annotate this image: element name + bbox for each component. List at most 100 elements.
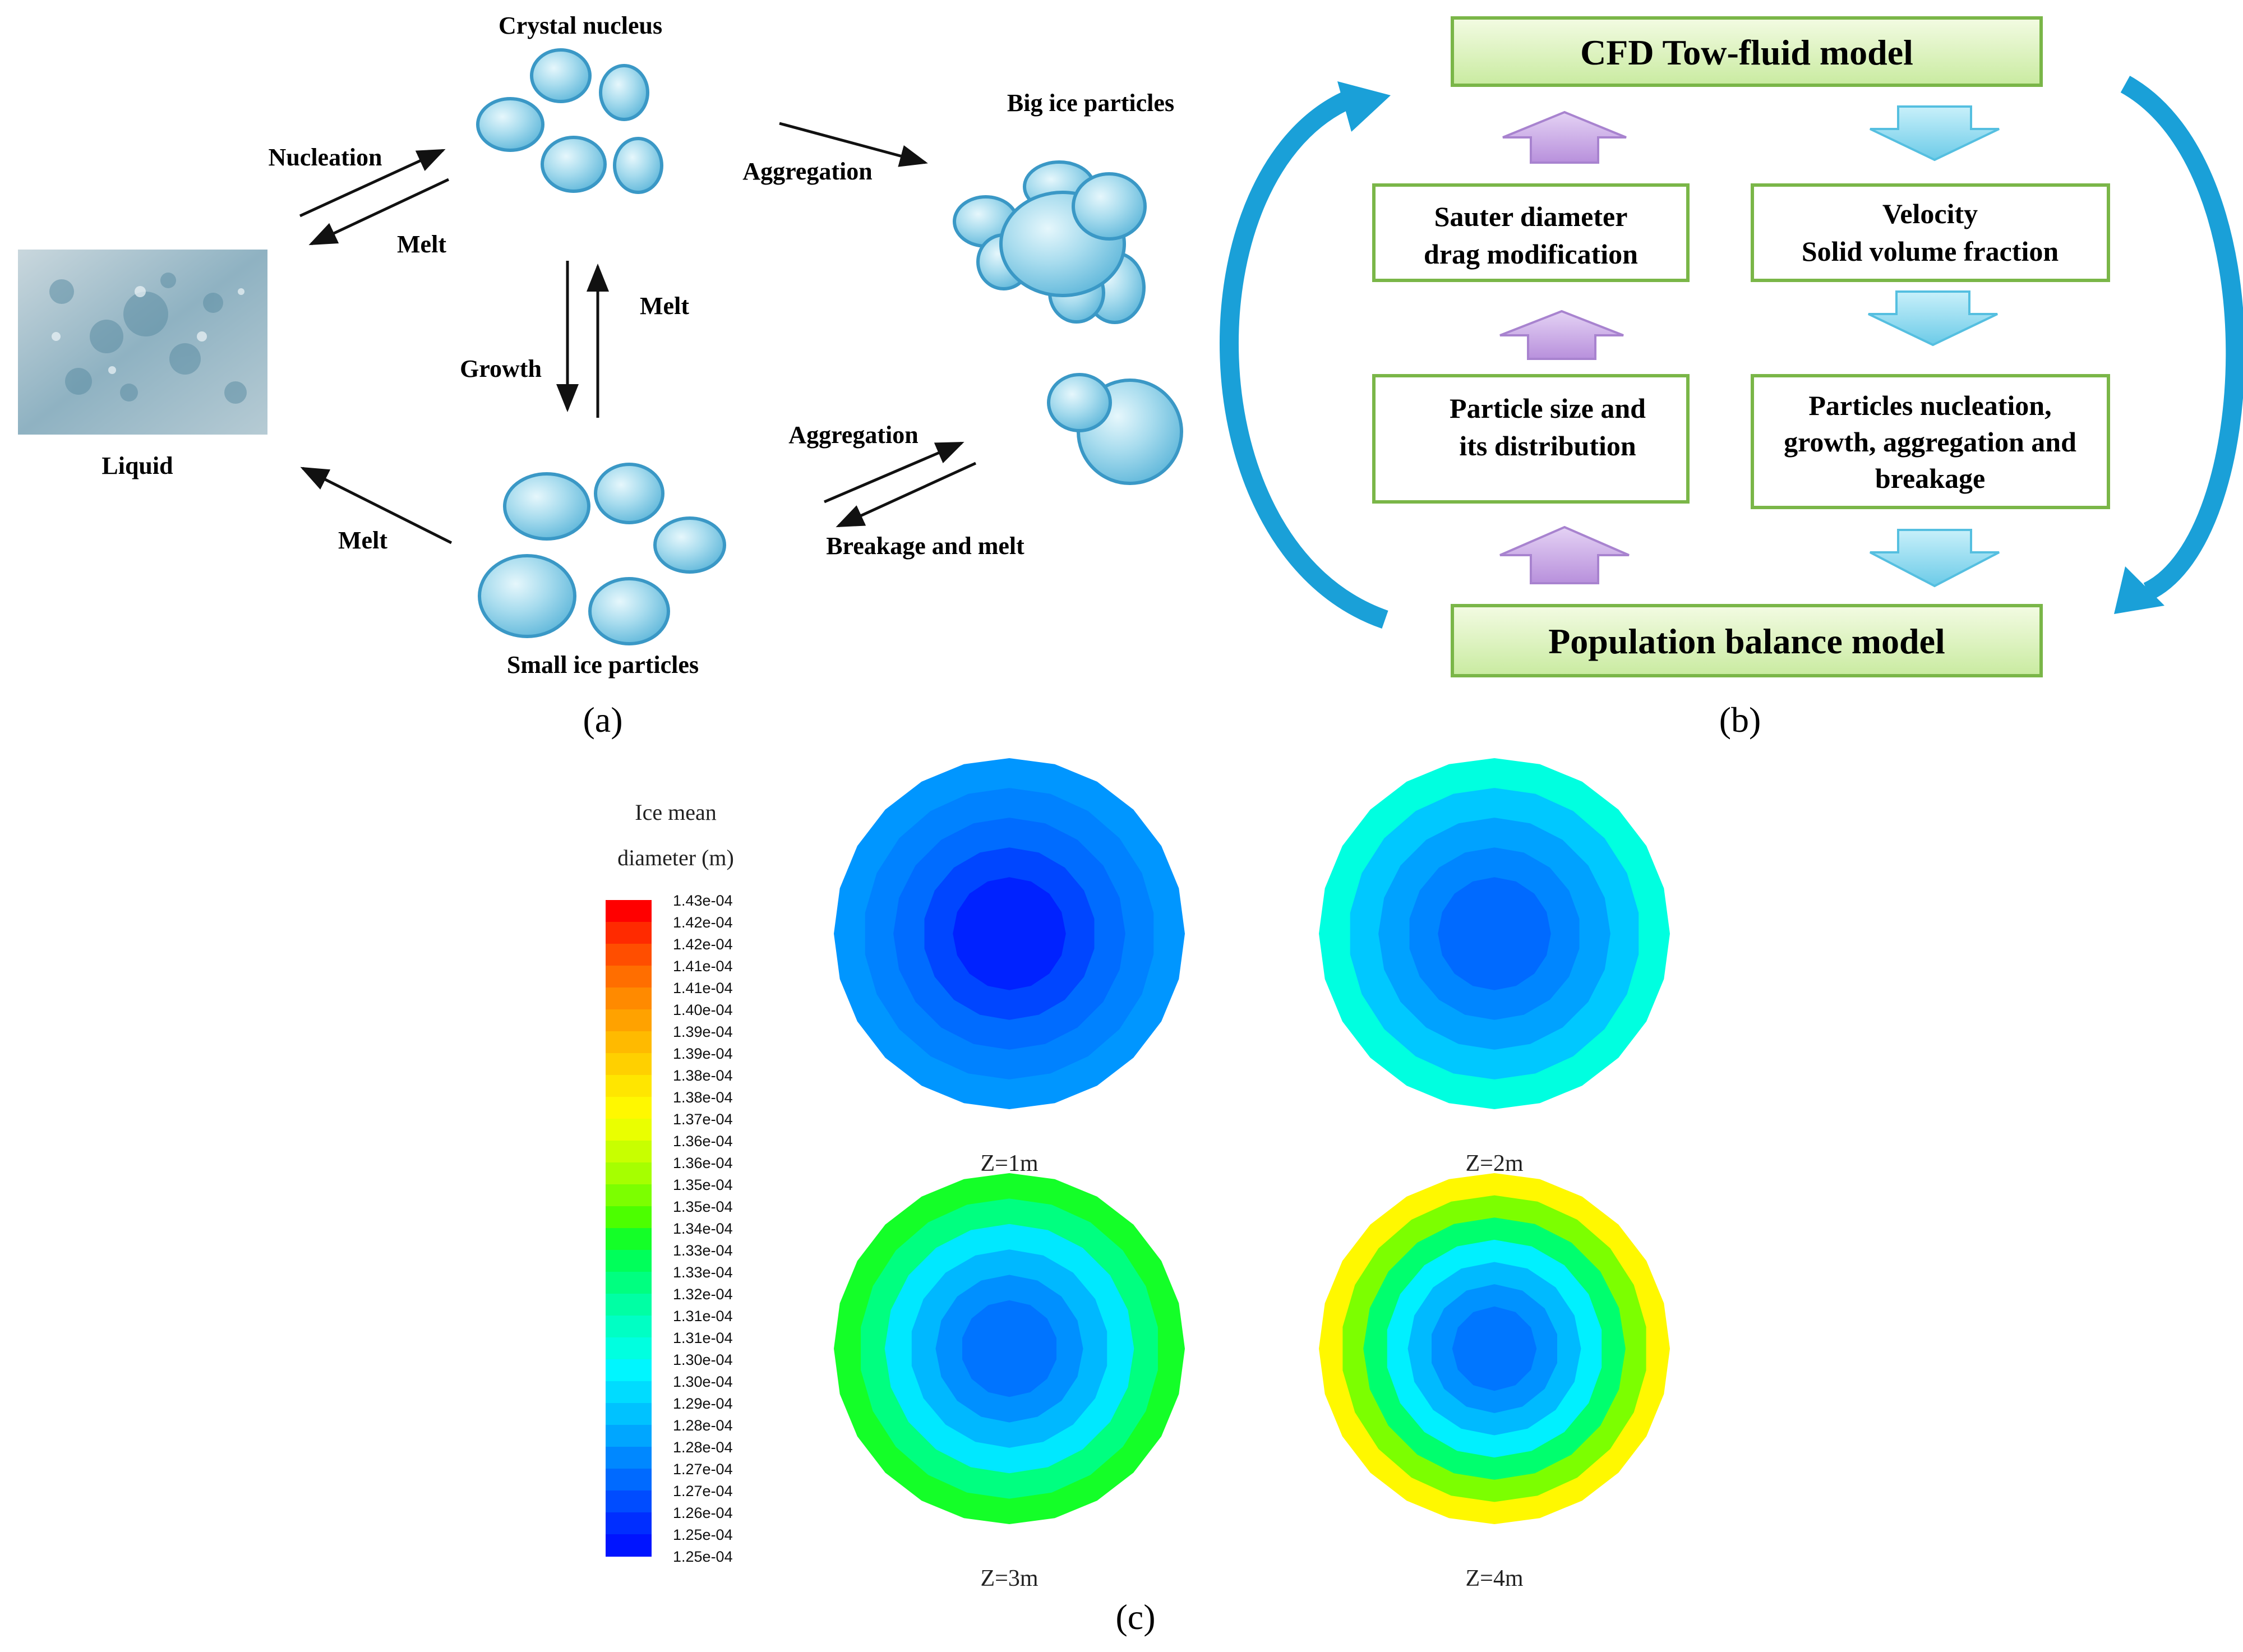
contour-plot: Z=3m bbox=[834, 1173, 1185, 1591]
right-loop-arrow bbox=[2120, 76, 2243, 601]
colorbar-tick-label: 1.32e-04 bbox=[673, 1286, 733, 1303]
legend-title-2: diameter (m) bbox=[617, 845, 734, 870]
colorbar-band bbox=[606, 1469, 652, 1491]
colorbar-band bbox=[606, 1141, 652, 1163]
contour-ring bbox=[1452, 1306, 1537, 1391]
colorbar-tick-label: 1.27e-04 bbox=[673, 1483, 733, 1499]
colorbar-band bbox=[606, 1294, 652, 1316]
colorbar-band bbox=[606, 922, 652, 944]
colorbar-tick-label: 1.28e-04 bbox=[673, 1417, 733, 1434]
colorbar-tick-label: 1.43e-04 bbox=[673, 892, 733, 909]
colorbar-tick-label: 1.27e-04 bbox=[673, 1461, 733, 1478]
colorbar-band bbox=[606, 1425, 652, 1447]
panel-c: Ice mean diameter (m) 1.43e-041.42e-041.… bbox=[606, 758, 1670, 1637]
particle-size-line-1: Particle size and bbox=[1450, 393, 1646, 424]
contour-label: Z=2m bbox=[1465, 1151, 1523, 1176]
colorbar-band bbox=[606, 1512, 652, 1535]
contour-plot: Z=4m bbox=[1319, 1173, 1670, 1591]
colorbar-band bbox=[606, 1119, 652, 1141]
cfd-model-label: CFD Tow-fluid model bbox=[1580, 33, 1913, 72]
colorbar-tick-label: 1.31e-04 bbox=[673, 1330, 733, 1346]
colorbar-tick-label: 1.29e-04 bbox=[673, 1395, 733, 1412]
sauter-line-2: drag modification bbox=[1424, 238, 1638, 270]
colorbar: 1.43e-041.42e-041.42e-041.41e-041.41e-04… bbox=[606, 892, 733, 1565]
colorbar-tick-label: 1.33e-04 bbox=[673, 1264, 733, 1281]
colorbar-tick-label: 1.39e-04 bbox=[673, 1023, 733, 1040]
caption-a: (a) bbox=[583, 700, 622, 740]
colorbar-band bbox=[606, 1228, 652, 1250]
contour-ring bbox=[1438, 877, 1551, 990]
nucleation-arrow bbox=[299, 149, 446, 218]
contour-plot: Z=1m bbox=[834, 758, 1185, 1176]
crystal-nucleus-label: Crystal nucleus bbox=[499, 12, 662, 39]
breakage-melt-label: Breakage and melt bbox=[826, 532, 1024, 560]
contour-label: Z=4m bbox=[1465, 1566, 1523, 1591]
liquid-label: Liquid bbox=[101, 452, 173, 479]
colorbar-tick-label: 1.40e-04 bbox=[673, 1002, 733, 1018]
colorbar-tick-label: 1.39e-04 bbox=[673, 1045, 733, 1062]
colorbar-band bbox=[606, 1250, 652, 1272]
processes-line-1: Particles nucleation, bbox=[1808, 390, 2051, 421]
aggregation-arrow-top bbox=[779, 122, 928, 167]
sauter-diameter-box bbox=[1372, 183, 1690, 282]
colorbar-tick-label: 1.31e-04 bbox=[673, 1308, 733, 1325]
velocity-line-2: Solid volume fraction bbox=[1802, 236, 2059, 267]
down-arrow-2 bbox=[1868, 290, 1998, 347]
colorbar-band bbox=[606, 966, 652, 988]
right-loop-arrowhead bbox=[2114, 566, 2164, 614]
contour-label: Z=3m bbox=[980, 1566, 1038, 1591]
aggregated-pair bbox=[1047, 373, 1183, 485]
colorbar-band bbox=[606, 1075, 652, 1097]
colorbar-band bbox=[606, 944, 652, 966]
colorbar-tick-label: 1.30e-04 bbox=[673, 1373, 733, 1390]
melt-label-bottom: Melt bbox=[338, 527, 387, 554]
colorbar-band bbox=[606, 1337, 652, 1360]
up-arrow-3 bbox=[1499, 525, 1630, 584]
processes-line-2: growth, aggregation and bbox=[1784, 426, 2076, 458]
colorbar-band bbox=[606, 1447, 652, 1469]
melt-label-top: Melt bbox=[397, 230, 446, 258]
contour-plot: Z=2m bbox=[1319, 758, 1670, 1176]
colorbar-tick-label: 1.26e-04 bbox=[673, 1505, 733, 1521]
big-ice-cluster bbox=[953, 160, 1147, 324]
colorbar-tick-label: 1.38e-04 bbox=[673, 1089, 733, 1106]
colorbar-band bbox=[606, 1009, 652, 1032]
processes-line-3: breakage bbox=[1875, 463, 1985, 494]
particle-size-box bbox=[1372, 374, 1690, 504]
melt-label-vertical: Melt bbox=[640, 292, 689, 320]
colorbar-tick-label: 1.42e-04 bbox=[673, 914, 733, 931]
colorbar-tick-label: 1.35e-04 bbox=[673, 1198, 733, 1215]
colorbar-band bbox=[606, 1272, 652, 1294]
left-loop-arrow bbox=[1220, 89, 1388, 629]
colorbar-tick-label: 1.38e-04 bbox=[673, 1067, 733, 1084]
nucleation-label: Nucleation bbox=[269, 144, 382, 171]
colorbar-band bbox=[606, 1359, 652, 1382]
small-ice-label: Small ice particles bbox=[507, 651, 699, 679]
particle-processes-box bbox=[1751, 374, 2110, 509]
velocity-line-1: Velocity bbox=[1882, 198, 1978, 229]
crystal-nucleus-cluster bbox=[476, 48, 663, 194]
colorbar-tick-label: 1.41e-04 bbox=[673, 980, 733, 996]
colorbar-band bbox=[606, 1162, 652, 1185]
colorbar-band bbox=[606, 1403, 652, 1425]
colorbar-tick-label: 1.28e-04 bbox=[673, 1439, 733, 1456]
population-balance-label: Population balance model bbox=[1548, 621, 1945, 661]
colorbar-band bbox=[606, 1097, 652, 1119]
colorbar-tick-label: 1.37e-04 bbox=[673, 1111, 733, 1128]
contour-ring bbox=[953, 877, 1066, 990]
colorbar-tick-label: 1.36e-04 bbox=[673, 1133, 733, 1150]
velocity-box bbox=[1751, 183, 2110, 282]
colorbar-tick-label: 1.33e-04 bbox=[673, 1242, 733, 1259]
colorbar-tick-label: 1.42e-04 bbox=[673, 936, 733, 953]
population-balance-box bbox=[1451, 604, 2043, 677]
colorbar-tick-label: 1.34e-04 bbox=[673, 1220, 733, 1237]
growth-label: Growth bbox=[460, 355, 542, 382]
colorbar-tick-label: 1.25e-04 bbox=[673, 1526, 733, 1543]
panel-b: CFD Tow-fluid model Sauter diameter drag… bbox=[1220, 16, 2243, 740]
cfd-model-box bbox=[1451, 16, 2043, 87]
colorbar-tick-label: 1.35e-04 bbox=[673, 1176, 733, 1193]
colorbar-band bbox=[606, 987, 652, 1010]
up-arrow-2 bbox=[1499, 310, 1624, 360]
